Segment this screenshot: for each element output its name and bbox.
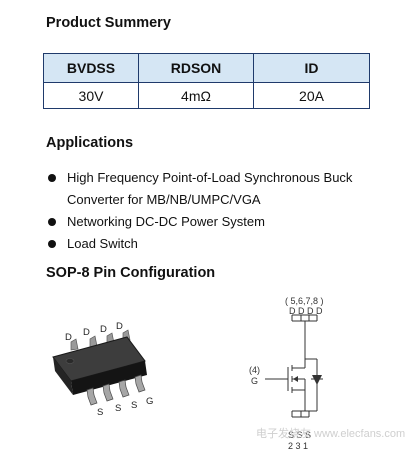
gate-label: G bbox=[251, 376, 258, 386]
bullet-icon bbox=[48, 174, 56, 182]
value-id: 20A bbox=[253, 82, 370, 109]
value-bvdss: 30V bbox=[43, 82, 139, 109]
package-drain-label: D bbox=[65, 332, 72, 343]
watermark: 电子发烧友 www.elecfans.com bbox=[256, 426, 405, 440]
value-rdson: 4mΩ bbox=[138, 82, 254, 109]
header-bvdss: BVDSS bbox=[43, 53, 139, 83]
package-source-label: S bbox=[115, 403, 121, 414]
package-drain-label: D bbox=[83, 327, 90, 338]
applications-heading: Applications bbox=[46, 135, 134, 151]
bullet-icon bbox=[48, 218, 56, 226]
applications-list: High Frequency Point-of-Load Synchronous… bbox=[48, 167, 357, 255]
product-summary-table: BVDSS RDSON ID 30V 4mΩ 20A bbox=[43, 53, 370, 109]
body-diode-icon bbox=[312, 375, 322, 385]
source-pins-label: 2 3 1 bbox=[288, 441, 308, 451]
product-summary-heading: Product Summery bbox=[46, 15, 171, 31]
application-text: Networking DC-DC Power System bbox=[67, 214, 265, 229]
package-drain-label: D bbox=[100, 324, 107, 335]
source-labels: S S S bbox=[288, 430, 311, 440]
package-source-label: S bbox=[97, 407, 103, 418]
application-text: High Frequency Point-of-Load Synchronous… bbox=[67, 170, 353, 207]
table-row: 30V 4mΩ 20A bbox=[43, 82, 370, 109]
list-item: High Frequency Point-of-Load Synchronous… bbox=[48, 167, 357, 211]
mosfet-schematic: ( 5,6,7,8 ) D D D D (4) G S S S 2 3 1 bbox=[249, 296, 324, 451]
watermark-text: 电子发烧友 www.elecfans.com bbox=[256, 426, 405, 440]
pin-config-heading: SOP-8 Pin Configuration bbox=[46, 265, 216, 281]
gate-pin-label: (4) bbox=[249, 365, 260, 375]
table-header-row: BVDSS RDSON ID bbox=[43, 53, 370, 83]
drain-pins-label: ( 5,6,7,8 ) bbox=[285, 296, 324, 306]
bullet-icon bbox=[48, 240, 56, 248]
list-item: Load Switch bbox=[48, 233, 357, 255]
drain-labels: D D D D bbox=[289, 306, 323, 316]
arrow-icon bbox=[293, 376, 298, 382]
header-rdson: RDSON bbox=[138, 53, 254, 83]
package-gate-label: G bbox=[146, 396, 153, 407]
application-text: Load Switch bbox=[67, 236, 138, 251]
package-source-label: S bbox=[131, 400, 137, 411]
header-id: ID bbox=[253, 53, 370, 83]
package-drain-label: D bbox=[116, 321, 123, 332]
list-item: Networking DC-DC Power System bbox=[48, 211, 357, 233]
sop8-package-illustration: D D D D S S S G bbox=[52, 321, 153, 418]
